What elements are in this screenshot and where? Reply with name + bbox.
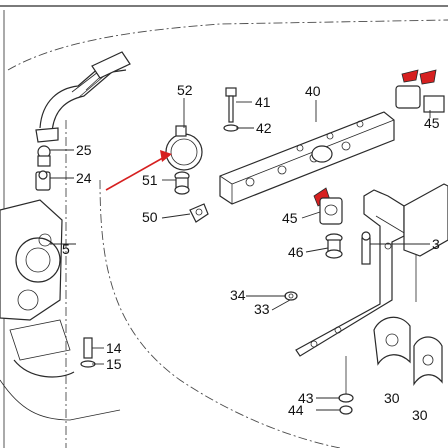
bolt-41 [225,87,237,123]
clamp-30-a [373,316,411,366]
callout-50: 50 [142,209,158,225]
boundary-line-center [99,179,341,448]
fitting-51 [174,171,190,195]
fitting-46 [325,233,343,259]
mounting-bracket [295,183,448,357]
callout-44: 44 [288,402,304,418]
bolt-34 [284,291,298,301]
callout-30-b: 30 [412,407,428,423]
callout-33: 33 [254,301,270,317]
clamp-30-b [413,336,443,386]
callout-25: 25 [76,142,92,158]
bolt-43 [338,356,354,403]
callout-46: 46 [288,244,304,260]
callout-42: 42 [256,120,272,136]
red-pointer-line [105,154,169,191]
callout-3: 3 [432,236,440,252]
washer-42 [223,124,239,132]
hose-assembly [35,51,131,143]
callout-34: 34 [230,287,246,303]
callout-52: 52 [177,82,193,98]
valve-45 [313,187,343,225]
valve-top-right [395,69,445,113]
manifold-block [219,111,395,205]
fitting-25 [37,145,51,167]
red-pointer-arrowhead [160,150,172,162]
fitting-24 [35,170,51,191]
pump-body [0,199,121,421]
callout-45: 45 [282,210,298,226]
callout-30-a: 30 [384,390,400,406]
callout-24: 24 [76,170,92,186]
bolt-3 [361,231,371,265]
callout-40: 40 [305,83,321,99]
fitting-50 [189,203,209,223]
callout-45-top: 45 [424,115,440,131]
bolt-14 [83,337,93,359]
boundary-line-top [7,19,448,71]
callout-41: 41 [255,94,271,110]
nut-44 [339,405,353,415]
callout-15: 15 [106,356,122,372]
callout-5: 5 [62,241,70,257]
callout-43: 43 [298,390,314,406]
callout-labels: 52 41 40 42 45 25 24 51 50 45 46 3 5 34 … [62,82,440,423]
callout-51: 51 [142,172,158,188]
leader-lines [50,98,431,411]
callout-14: 14 [106,340,122,356]
pressure-gauge [165,125,203,171]
